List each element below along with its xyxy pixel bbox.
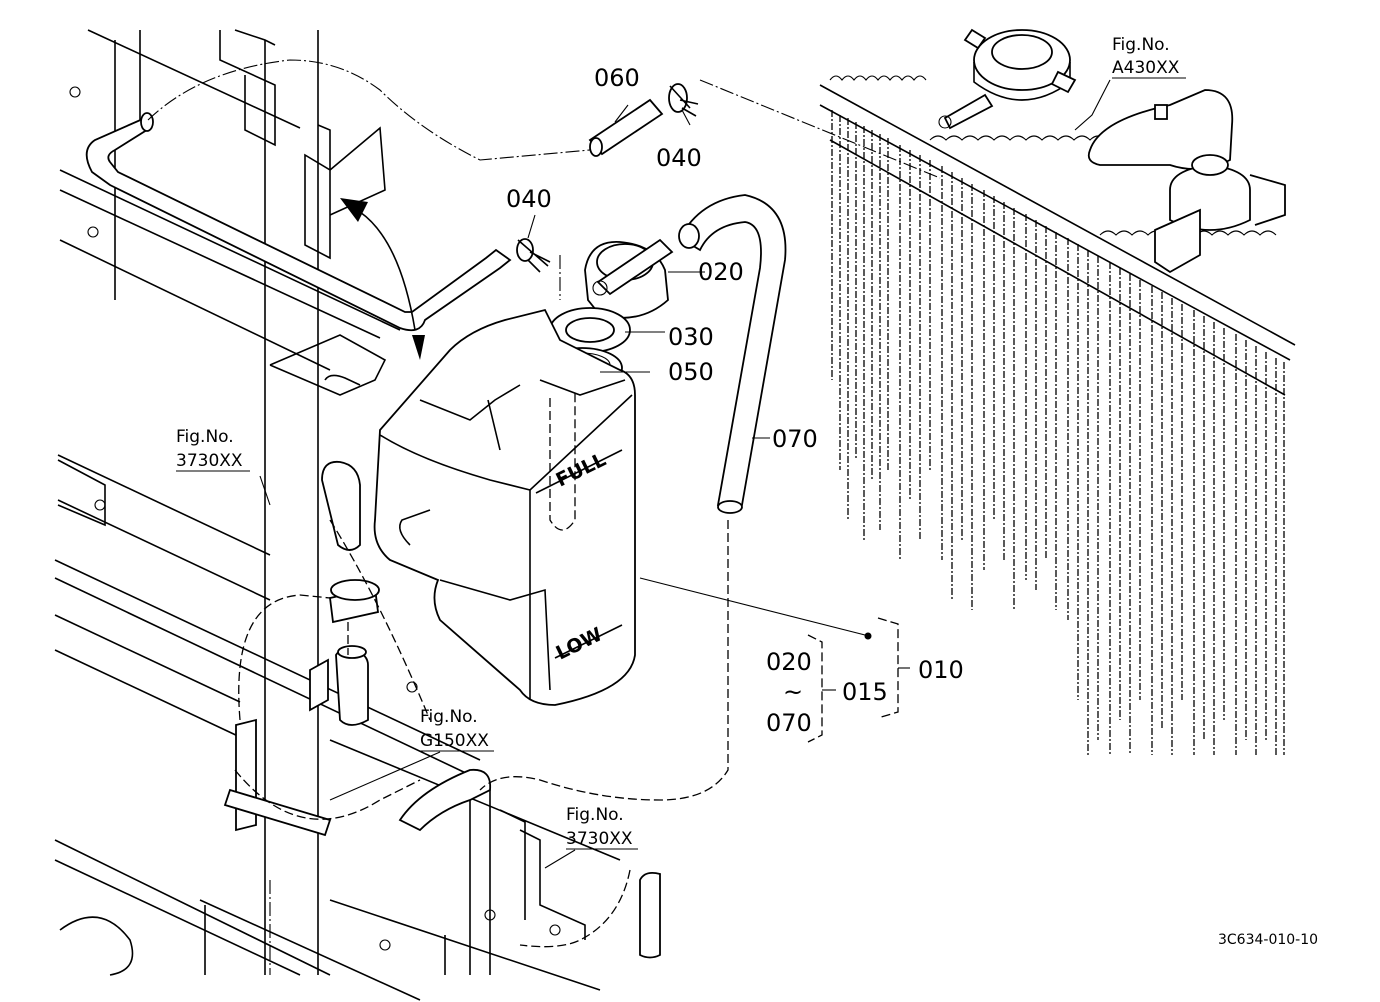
hose-060 bbox=[588, 98, 664, 157]
svg-text:G150XX: G150XX bbox=[420, 731, 489, 751]
label-070: 070 bbox=[772, 425, 818, 453]
svg-text:3730XX: 3730XX bbox=[566, 829, 633, 849]
fig-ref-left: Fig.No. 3730XX bbox=[176, 427, 250, 472]
upper-pipe bbox=[85, 112, 512, 332]
label-060: 060 bbox=[594, 64, 640, 92]
clip-040-lower bbox=[516, 238, 551, 273]
svg-text:Fig.No.: Fig.No. bbox=[420, 707, 478, 727]
cap-020 bbox=[584, 238, 674, 319]
label-050: 050 bbox=[668, 358, 714, 386]
fig-ref-bottom: Fig.No. 3730XX bbox=[566, 805, 638, 850]
svg-text:Fig.No.: Fig.No. bbox=[1112, 35, 1170, 55]
label-range-to: 070 bbox=[766, 709, 812, 737]
label-040-lower: 040 bbox=[506, 185, 552, 213]
label-040-upper: 040 bbox=[656, 144, 702, 172]
reserve-tank: FULL LOW bbox=[373, 308, 636, 706]
packing-030 bbox=[549, 307, 631, 353]
phantom-lines bbox=[147, 59, 941, 975]
figure-references: Fig.No. A430XX Fig.No. 3730XX Fig.No. G1… bbox=[176, 35, 1186, 850]
leader-lines bbox=[259, 79, 1111, 869]
fig-ref-center: Fig.No. G150XX bbox=[420, 707, 494, 752]
label-020: 020 bbox=[698, 258, 744, 286]
label-range-from: 020 bbox=[766, 648, 812, 676]
label-030: 030 bbox=[668, 323, 714, 351]
part-labels: 060 040 040 020 030 050 070 010 015 020 … bbox=[506, 64, 964, 737]
svg-text:Fig.No.: Fig.No. bbox=[176, 427, 234, 447]
direction-arrow bbox=[340, 198, 425, 360]
radiator-outlet bbox=[1087, 89, 1286, 274]
svg-text:Fig.No.: Fig.No. bbox=[566, 805, 624, 825]
label-010: 010 bbox=[918, 656, 964, 684]
radiator-fins bbox=[831, 110, 1285, 755]
drawing-code: 3C634-010-10 bbox=[1218, 932, 1318, 948]
fig-ref-top-right: Fig.No. A430XX bbox=[1112, 35, 1186, 79]
label-015: 015 bbox=[842, 678, 888, 706]
svg-text:3730XX: 3730XX bbox=[176, 451, 243, 471]
radiator bbox=[819, 28, 1296, 755]
label-range-tilde: ~ bbox=[783, 678, 803, 706]
hose-070 bbox=[678, 194, 787, 514]
drain-hose bbox=[223, 460, 729, 959]
svg-text:A430XX: A430XX bbox=[1112, 58, 1180, 78]
radiator-cap bbox=[938, 28, 1077, 130]
clip-040-upper bbox=[668, 83, 699, 117]
assembly-brackets bbox=[807, 617, 910, 743]
